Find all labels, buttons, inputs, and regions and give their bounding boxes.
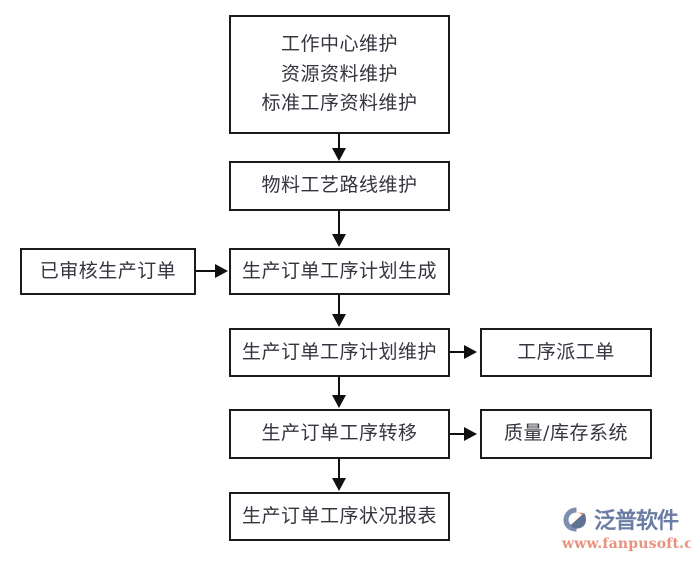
arrowhead-down-icon [332,314,346,327]
arrowhead-right-icon [464,345,477,359]
watermark-logo: 泛普软件 www.fanpusoft.com [562,503,691,555]
node-basic-data-line-3: 标准工序资料维护 [261,92,418,115]
node-status-rpt-label: 生产订单工序状况报表 [241,504,437,527]
connector-plan-maintain-to-transfer [338,377,340,396]
node-quality-inventory-system[interactable]: 质量/库存系统 [480,409,652,459]
connector-transfer-to-quality-inventory [450,433,467,435]
watermark-brand-text: 泛普软件 [594,509,679,534]
node-operation-transfer[interactable]: 生产订单工序转移 [229,409,450,459]
node-dispatch-label: 工序派工单 [517,340,615,363]
arrowhead-down-icon [332,148,346,161]
node-plan-maint-label: 生产订单工序计划维护 [241,340,437,363]
node-approved-po-label: 已审核生产订单 [39,259,177,282]
arrowhead-right-icon [215,264,228,278]
arrowhead-down-icon [332,478,346,491]
node-transfer-label: 生产订单工序转移 [261,422,418,445]
node-basic-data-maintenance[interactable]: 工作中心维护 资源资料维护 标准工序资料维护 [229,15,450,134]
watermark-url-text: www.fanpusoft.com [562,536,691,552]
arrowhead-right-icon [464,427,477,441]
node-basic-data-line-2: 资源资料维护 [280,62,398,85]
connector-plan-generate-to-plan-maintain [338,295,340,315]
node-operation-dispatch-order[interactable]: 工序派工单 [480,328,652,377]
node-operation-plan-generate[interactable]: 生产订单工序计划生成 [229,248,450,295]
node-basic-data-line-1: 工作中心维护 [280,33,398,56]
connector-basic-data-to-routing [338,134,340,149]
connector-approved-po-to-plan-generate [196,270,218,272]
arrowhead-down-icon [332,234,346,247]
fanpu-logo-mark-icon [563,507,586,531]
node-operation-status-report[interactable]: 生产订单工序状况报表 [229,492,450,541]
node-routing-label: 物料工艺路线维护 [261,174,418,197]
connector-transfer-to-status-report [338,459,340,479]
connector-routing-to-plan-generate [338,211,340,235]
node-plan-gen-label: 生产订单工序计划生成 [241,259,437,282]
node-qms-wms-label: 质量/库存系统 [504,422,628,445]
node-approved-production-order[interactable]: 已审核生产订单 [20,248,196,295]
connector-plan-maintain-to-dispatch [450,351,467,353]
node-material-routing-maintenance[interactable]: 物料工艺路线维护 [229,161,450,211]
watermark-top-row: 泛普软件 [562,503,679,535]
arrowhead-down-icon [332,395,346,408]
node-operation-plan-maintain[interactable]: 生产订单工序计划维护 [229,328,450,377]
